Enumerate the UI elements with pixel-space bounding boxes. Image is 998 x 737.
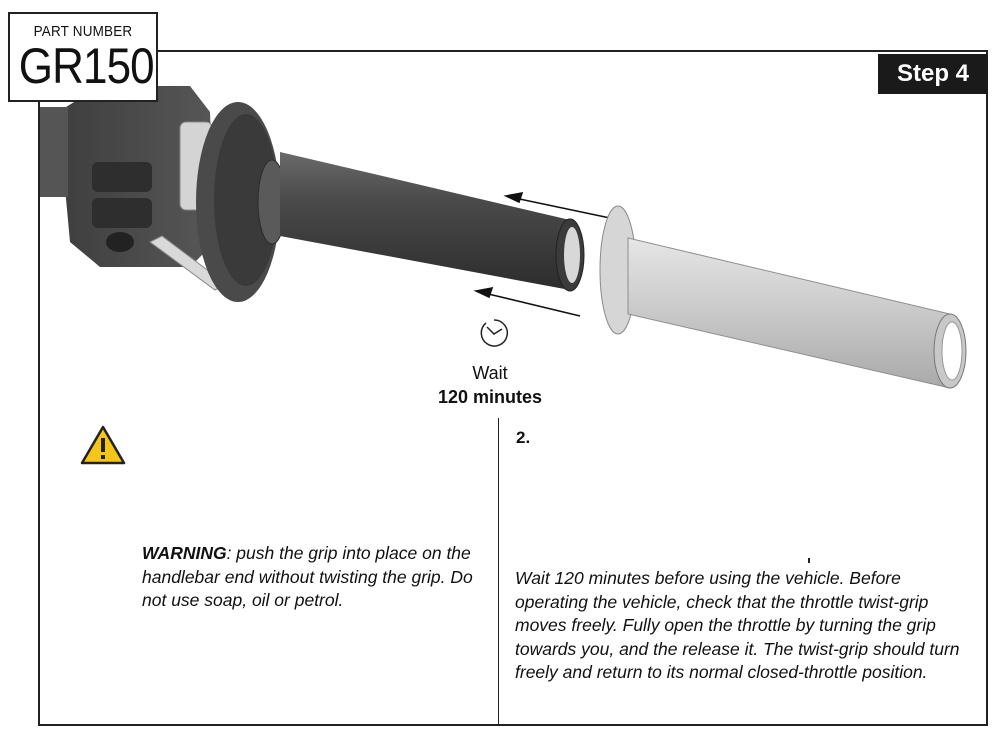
handlebar-tube xyxy=(280,152,585,292)
part-number-box: PART NUMBER GR150 xyxy=(8,12,158,102)
part-number-value: GR150 xyxy=(18,38,155,94)
wait-duration: 120 minutes xyxy=(437,387,543,407)
warning-note: WARNING: push the grip into place on the… xyxy=(142,542,492,613)
warning-keyword: WARNING xyxy=(142,543,227,563)
part-number-label: PART NUMBER xyxy=(33,23,133,40)
instruction-text: Wait 120 minutes before using the vehicl… xyxy=(515,568,960,682)
arrow-left-icon xyxy=(473,191,611,317)
switch-housing xyxy=(40,86,227,291)
stray-mark xyxy=(808,558,810,563)
column-divider xyxy=(498,418,499,724)
instruction-frame xyxy=(38,50,988,726)
warning-body: : push the grip into place on the handle… xyxy=(142,543,473,610)
step-number: 2. xyxy=(516,428,531,447)
warning-triangle-icon xyxy=(80,425,126,465)
step-title-tab: Step 4 xyxy=(878,54,988,94)
grip-installation-illustration xyxy=(40,86,967,389)
wait-label: Wait xyxy=(472,363,508,383)
new-grip xyxy=(599,205,967,389)
clipped-text-fragment xyxy=(144,526,224,534)
clock-icon xyxy=(480,319,509,347)
throttle-disc xyxy=(196,102,280,302)
